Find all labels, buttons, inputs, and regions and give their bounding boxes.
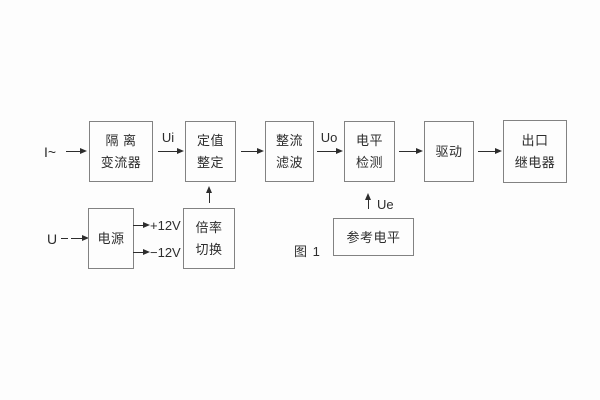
block-rectifier-filter: 整流 滤波 <box>265 121 314 182</box>
block-power-label: 电源 <box>97 231 125 246</box>
block-power-supply: 电源 <box>88 208 134 269</box>
label-minus-12v: −12V <box>150 245 181 260</box>
block-isolation-line2: 变流器 <box>100 155 142 170</box>
block-multiplier-line2: 切换 <box>195 242 223 257</box>
block-setpoint-adjust: 定值 整定 <box>185 121 236 182</box>
block-relay-line1: 出口 <box>521 133 549 148</box>
figure-caption: 图 1 <box>294 244 321 259</box>
block-level-line2: 检测 <box>355 155 383 170</box>
block-output-relay: 出口 继电器 <box>503 120 567 183</box>
block-setpoint-line2: 整定 <box>196 155 224 170</box>
label-input-voltage: U <box>47 231 58 247</box>
block-rectifier-line2: 滤波 <box>275 155 303 170</box>
block-drive: 驱动 <box>424 121 474 182</box>
label-plus-12v: +12V <box>150 218 181 233</box>
block-level-detection: 电平 检测 <box>344 121 395 182</box>
label-ue: Ue <box>377 197 394 212</box>
block-relay-line2: 继电器 <box>514 155 556 170</box>
block-reference-level: 参考电平 <box>333 218 414 256</box>
label-ui: Ui <box>161 130 175 145</box>
block-rectifier-line1: 整流 <box>275 133 303 148</box>
block-drive-label: 驱动 <box>435 144 463 159</box>
block-isolation-line1: 隔 离 <box>105 133 137 148</box>
label-uo: Uo <box>320 130 338 145</box>
block-multiplier-switch: 倍率 切换 <box>183 208 235 269</box>
block-isolation-transformer: 隔 离 变流器 <box>89 121 153 182</box>
block-level-line1: 电平 <box>355 133 383 148</box>
block-reference-label: 参考电平 <box>346 229 401 245</box>
label-input-current: I~ <box>44 144 57 160</box>
block-multiplier-line1: 倍率 <box>195 220 223 235</box>
block-setpoint-line1: 定值 <box>196 133 224 148</box>
